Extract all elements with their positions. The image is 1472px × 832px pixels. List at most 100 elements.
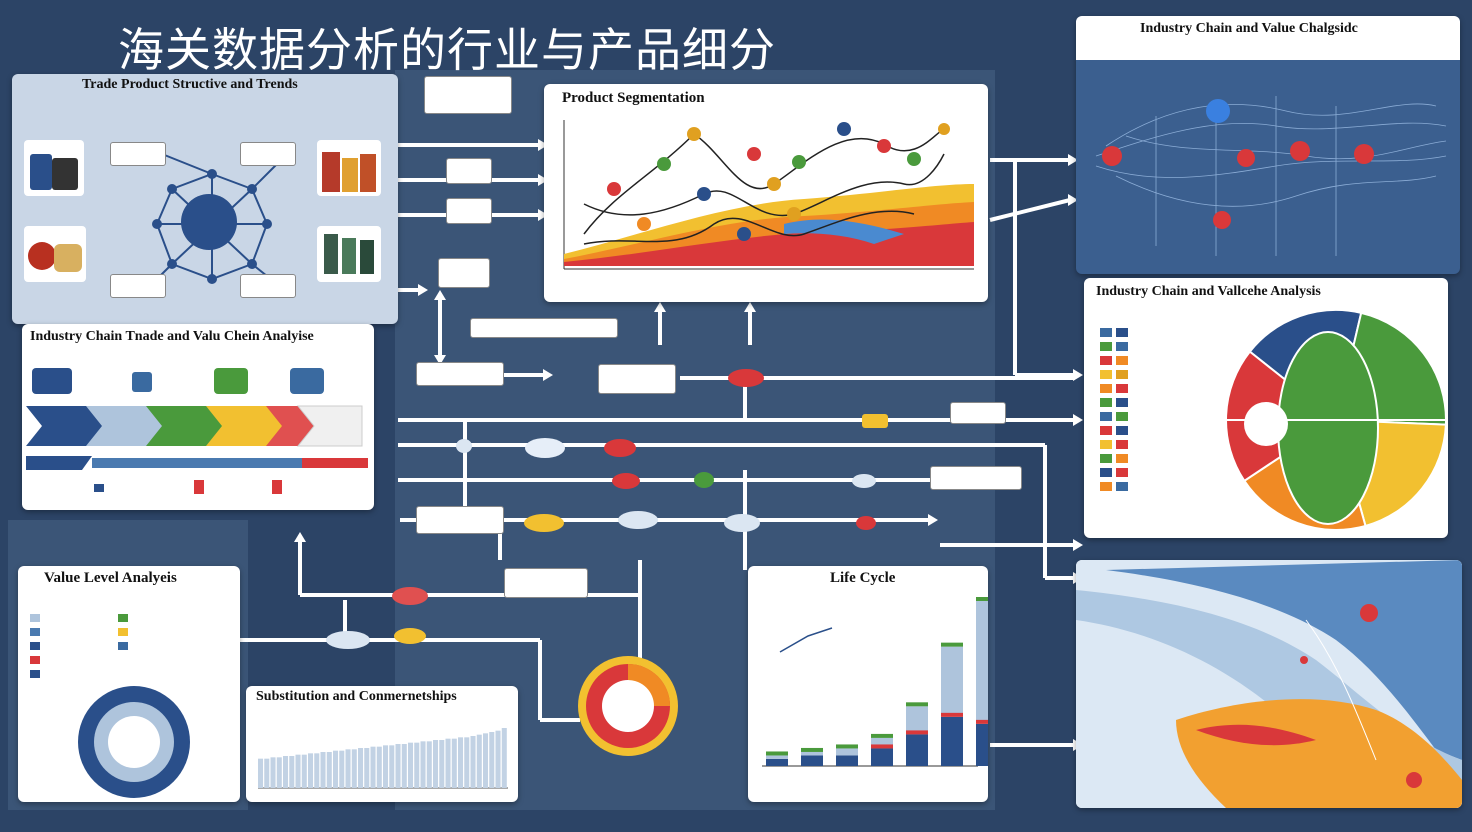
bar-cap (801, 747, 823, 752)
bar (476, 734, 482, 788)
panel-title: Product Segmentation (562, 90, 705, 106)
bar (283, 756, 289, 788)
panel-title: Trade Product Structive and Trends (82, 77, 298, 92)
bar-series-1 (906, 734, 928, 766)
flow-node[interactable] (446, 198, 492, 224)
value-pie-chart (1225, 309, 1447, 531)
bar (401, 744, 407, 788)
bar (276, 757, 282, 788)
value-chain-arrows (26, 368, 368, 494)
life-cycle-bar-chart (762, 597, 988, 767)
bar (339, 750, 345, 788)
bar (345, 749, 351, 788)
bar-series-1 (976, 723, 988, 766)
bar-accent (941, 712, 963, 717)
value-level-graphic (30, 614, 190, 798)
flow-node[interactable] (504, 568, 588, 598)
color-legend (1100, 328, 1128, 491)
bar (458, 737, 464, 788)
bar (439, 740, 445, 788)
bar-series-2 (976, 601, 988, 724)
bar (483, 733, 489, 788)
bar (333, 750, 339, 788)
bar (370, 746, 376, 788)
panel-product-segmentation: Product Segmentation (544, 84, 988, 302)
flow-node[interactable] (416, 362, 504, 386)
flow-node[interactable] (470, 318, 618, 338)
bar-series-2 (836, 748, 858, 756)
panel-industry-chain-trade: Industry Chain Tnade and Valu Chein Anal… (22, 324, 374, 510)
bar-cap (941, 642, 963, 647)
bar-series-2 (801, 751, 823, 756)
panel-industry-value-top: Industry Chain and Value Chalgsidc (1076, 16, 1460, 274)
trend-line (779, 627, 833, 653)
bar (495, 730, 501, 788)
panel-title: Value Level Analyeis (44, 570, 177, 586)
bar (414, 742, 420, 788)
bar (270, 757, 276, 788)
bar-cap (766, 751, 788, 756)
bar-series-2 (871, 737, 893, 749)
bar (470, 736, 476, 788)
panel-value-level: Value Level Analyeis (18, 566, 240, 802)
bar (501, 728, 507, 788)
panel-map (1076, 560, 1462, 808)
bar (301, 754, 307, 788)
bar (389, 745, 395, 788)
network-diagram (24, 140, 381, 285)
panel-life-cycle: Life Cycle (748, 566, 988, 802)
flow-node[interactable] (598, 364, 676, 394)
panel-trade-product-structure: Trade Product Structive and Trends (12, 74, 398, 324)
bar (314, 753, 320, 788)
bar (358, 748, 364, 788)
flow-node[interactable] (446, 158, 492, 184)
bar-cap (906, 702, 928, 707)
bar (258, 758, 264, 788)
bar (451, 738, 457, 788)
flow-node[interactable] (424, 76, 512, 114)
panel-title: Industry Chain Tnade and Valu Chein Anal… (30, 329, 314, 344)
label-box (110, 274, 166, 298)
panel-title: Substitution and Conmernetships (256, 689, 457, 704)
bar-series-1 (766, 758, 788, 766)
bar (445, 738, 451, 788)
bar (426, 741, 432, 788)
bar-cap (871, 733, 893, 738)
panel-industry-value-mid: Industry Chain and Vallcehe Analysis (1084, 278, 1448, 538)
bar (420, 741, 426, 788)
bar-series-1 (836, 755, 858, 766)
bar-series-1 (941, 716, 963, 766)
map-graphic (1076, 560, 1462, 808)
flow-node[interactable] (950, 402, 1006, 424)
bar-cap (976, 597, 988, 601)
bar-series-2 (941, 646, 963, 717)
bar-accent (871, 744, 893, 749)
bar (264, 758, 270, 788)
bar-cap (836, 744, 858, 749)
bar-series-2 (766, 755, 788, 759)
bar-accent (976, 719, 988, 724)
segmentation-chart (563, 120, 974, 270)
page-title: 海关数据分析的行业与产品细分 (118, 23, 776, 77)
value-chain-network (1095, 96, 1447, 256)
panel-title: Industry Chain and Vallcehe Analysis (1096, 284, 1321, 299)
bar-series-2 (906, 706, 928, 735)
bar (308, 753, 314, 788)
bar (395, 744, 401, 788)
flow-node[interactable] (930, 466, 1022, 490)
flow-node[interactable] (438, 258, 490, 288)
pie-center (1244, 402, 1288, 446)
bar (489, 732, 495, 788)
bar (364, 748, 370, 788)
bar-series-1 (801, 755, 823, 766)
flow-node[interactable] (416, 506, 504, 534)
panel-title: Industry Chain and Value Chalgsidc (1140, 21, 1358, 36)
bar (320, 752, 326, 788)
bar (326, 752, 332, 788)
substitution-bar-chart (258, 728, 508, 789)
bar (376, 746, 382, 788)
bar (295, 754, 301, 788)
bar (433, 740, 439, 788)
bar (289, 756, 295, 788)
